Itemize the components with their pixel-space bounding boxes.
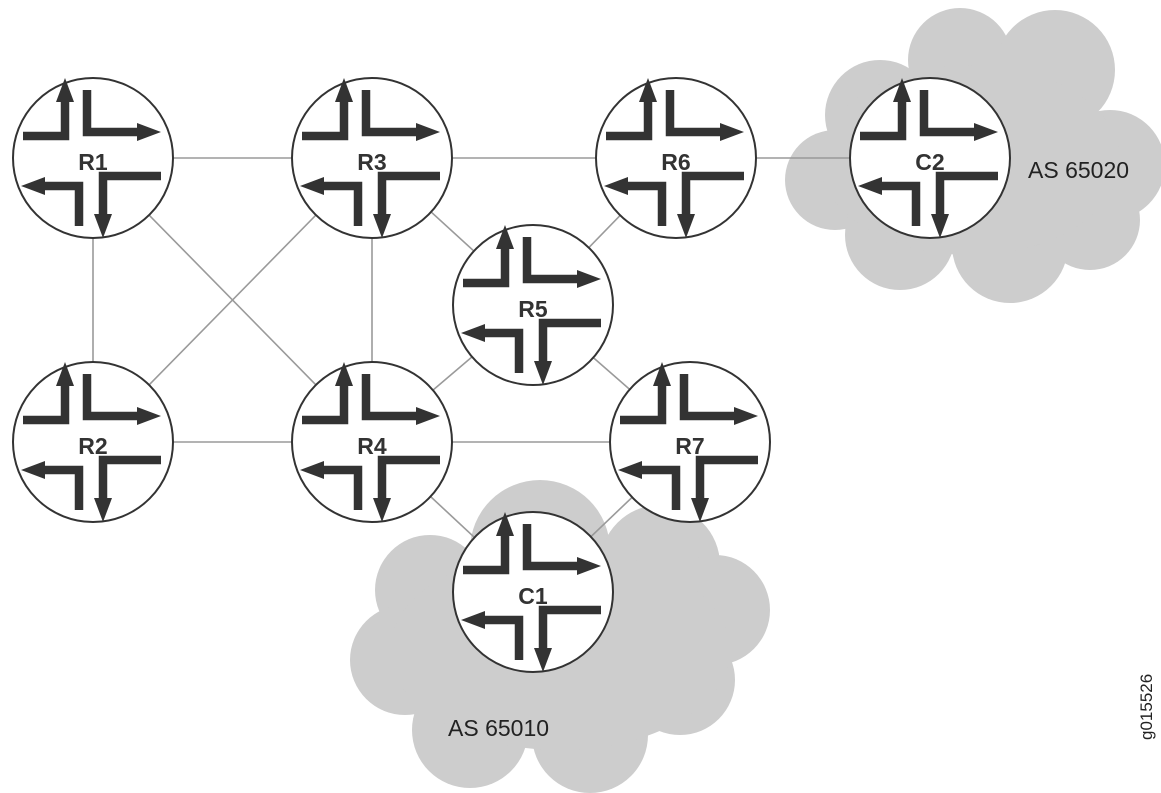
router-label: R1 [78,149,108,175]
router-r7: R7 [610,362,770,522]
router-label: C1 [518,583,548,609]
as-65020-label: AS 65020 [1028,157,1129,183]
figure-id-label: g015526 [1137,674,1156,740]
router-c1: C1 [453,512,613,672]
router-label: R6 [661,149,690,175]
as-65010-label: AS 65010 [448,715,549,741]
router-label: C2 [915,149,944,175]
router-r3: R3 [292,78,452,238]
router-c2: C2 [850,78,1010,238]
router-label: R3 [357,149,386,175]
router-r4: R4 [292,362,452,522]
router-r2: R2 [13,362,173,522]
router-r1: R1 [13,78,173,238]
router-r5: R5 [453,225,613,385]
router-label: R5 [518,296,548,322]
router-r6: R6 [596,78,756,238]
router-label: R7 [675,433,704,459]
router-label: R4 [357,433,387,459]
router-label: R2 [78,433,107,459]
